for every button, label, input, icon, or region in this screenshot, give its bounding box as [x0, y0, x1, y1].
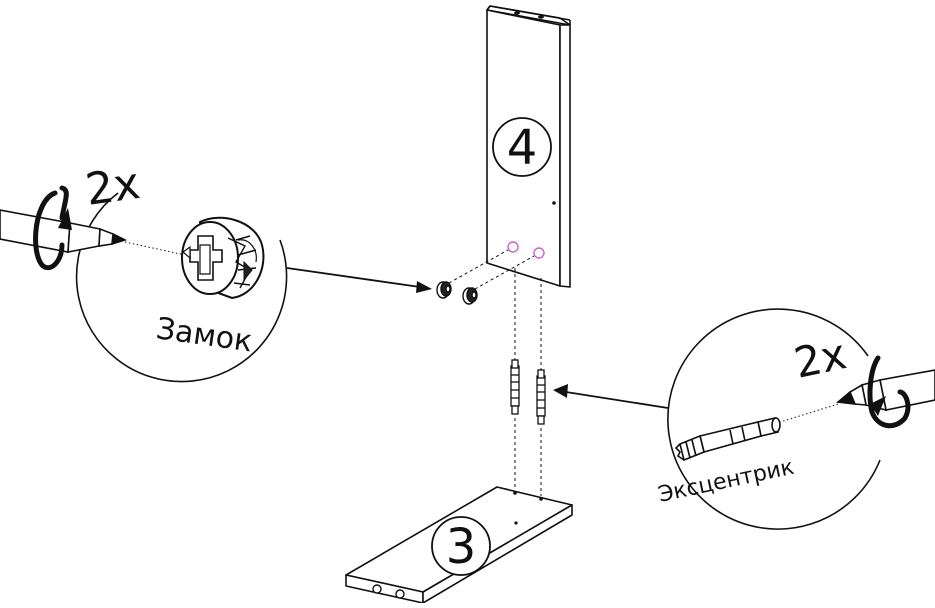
arrowhead [553, 384, 568, 398]
guide-lines [448, 249, 542, 496]
right-callout-circle [667, 308, 881, 530]
rotation-arrowhead [58, 208, 72, 230]
panel-4-number: 4 [507, 120, 538, 176]
right-dotted-guide [773, 403, 839, 425]
right-count-label: 2x [790, 329, 851, 388]
left-dotted-guide [124, 241, 186, 256]
left-count-label: 2x [82, 158, 143, 216]
rotation-arrowhead [870, 396, 886, 416]
screwdriver-icon [836, 369, 935, 412]
cam-dowel-icon [674, 417, 781, 462]
cam-lock-icon [181, 216, 265, 300]
rotation-arrow-icon [33, 185, 69, 271]
panel-4-side-face [559, 24, 571, 288]
cam-lock-small [436, 281, 452, 299]
panel-3-hole [539, 497, 543, 501]
cam-hole [533, 247, 545, 259]
panel-3-edge-hole [395, 589, 405, 599]
rotation-arrow-icon [867, 355, 911, 429]
panel-4-top-hole [538, 15, 544, 19]
panel-3-hole [514, 521, 518, 525]
panel-3-side-face [422, 504, 573, 604]
panel-3-hole [513, 491, 517, 495]
panel-4-top-hole [514, 11, 520, 15]
cam-hole [507, 241, 519, 253]
left-callout-arrow [286, 267, 421, 288]
left-part-label: Замок [154, 311, 255, 359]
panel-4-badge [492, 117, 552, 177]
cam-lock-small [462, 287, 478, 305]
panel-4-small-hole [552, 201, 556, 205]
arrowhead [416, 281, 432, 293]
panel-3-badge [431, 516, 491, 576]
cam-dowel [510, 359, 520, 415]
cam-dowel [536, 369, 546, 425]
panel-3-edge-hole [372, 584, 382, 594]
panel-3-number: 3 [446, 519, 477, 575]
right-callout-arrow [565, 391, 669, 409]
left-callout-circle [75, 192, 288, 383]
